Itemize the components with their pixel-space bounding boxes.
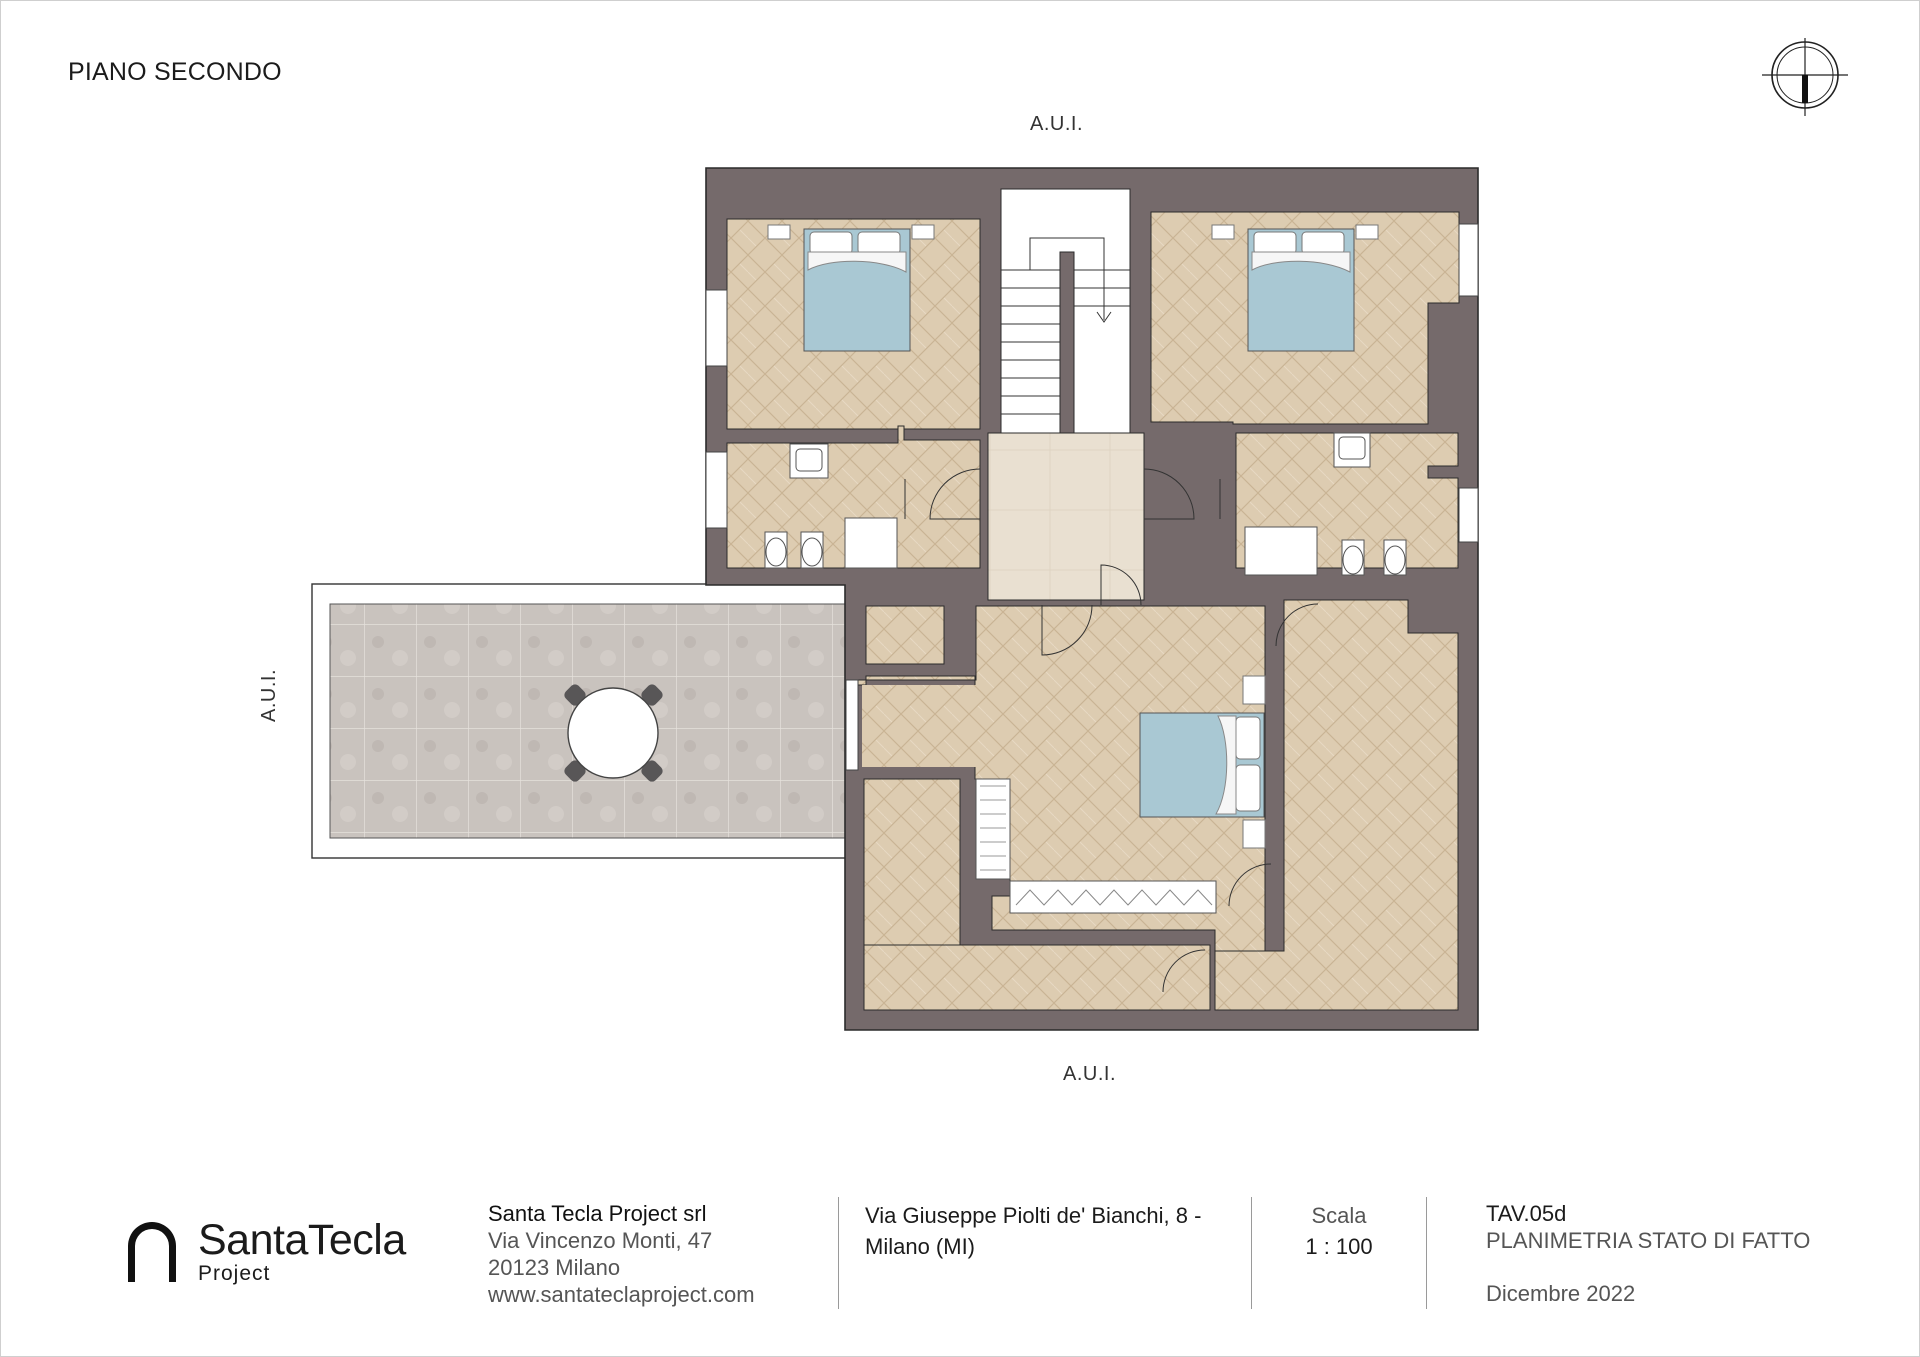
scale-label: Scala xyxy=(1311,1203,1367,1228)
bed-3 xyxy=(1139,675,1266,849)
footer-divider xyxy=(838,1197,839,1309)
company-city: 20123 Milano xyxy=(488,1255,621,1280)
bathroom-fixtures xyxy=(764,432,1407,576)
sheet-block: TAV.05d PLANIMETRIA STATO DI FATTO Dicem… xyxy=(1486,1200,1810,1307)
windows xyxy=(705,223,1479,771)
company-street: Via Vincenzo Monti, 47 xyxy=(488,1228,713,1253)
footer-divider xyxy=(1251,1197,1252,1309)
wardrobe xyxy=(975,778,1217,914)
north-arrow-icon xyxy=(1762,38,1848,116)
aui-label-top: A.U.I. xyxy=(1030,113,1084,135)
sheet-code: TAV.05d xyxy=(1486,1201,1567,1226)
santatecla-arch-logo-icon xyxy=(128,1222,176,1282)
footer-divider xyxy=(1426,1197,1427,1309)
rooms xyxy=(726,188,1460,1011)
company-website: www.santateclaproject.com xyxy=(488,1282,755,1307)
terrace-table xyxy=(564,684,663,782)
address-line-2: Milano (MI) xyxy=(865,1234,976,1259)
scale-value: 1 : 100 xyxy=(1305,1234,1373,1259)
brand-name: SantaTecla xyxy=(198,1216,406,1264)
bed-2 xyxy=(1211,224,1379,352)
bed-1 xyxy=(767,224,935,352)
sheet-title: PLANIMETRIA STATO DI FATTO xyxy=(1486,1228,1811,1253)
doors xyxy=(904,468,1319,993)
floor-title: PIANO SECONDO xyxy=(68,58,282,86)
address-line-1: Via Giuseppe Piolti de' Bianchi, 8 - xyxy=(865,1203,1202,1228)
sheet-date: Dicembre 2022 xyxy=(1486,1281,1636,1306)
company-block: Santa Tecla Project srl Via Vincenzo Mon… xyxy=(488,1200,755,1308)
brand-subtitle: Project xyxy=(198,1262,271,1285)
staircase xyxy=(1001,237,1130,434)
project-address: Via Giuseppe Piolti de' Bianchi, 8 - Mil… xyxy=(865,1200,1225,1262)
company-name: Santa Tecla Project srl xyxy=(488,1201,707,1226)
scale-block: Scala 1 : 100 xyxy=(1300,1200,1378,1262)
aui-label-bottom: A.U.I. xyxy=(1063,1063,1117,1085)
terrace xyxy=(311,583,847,859)
